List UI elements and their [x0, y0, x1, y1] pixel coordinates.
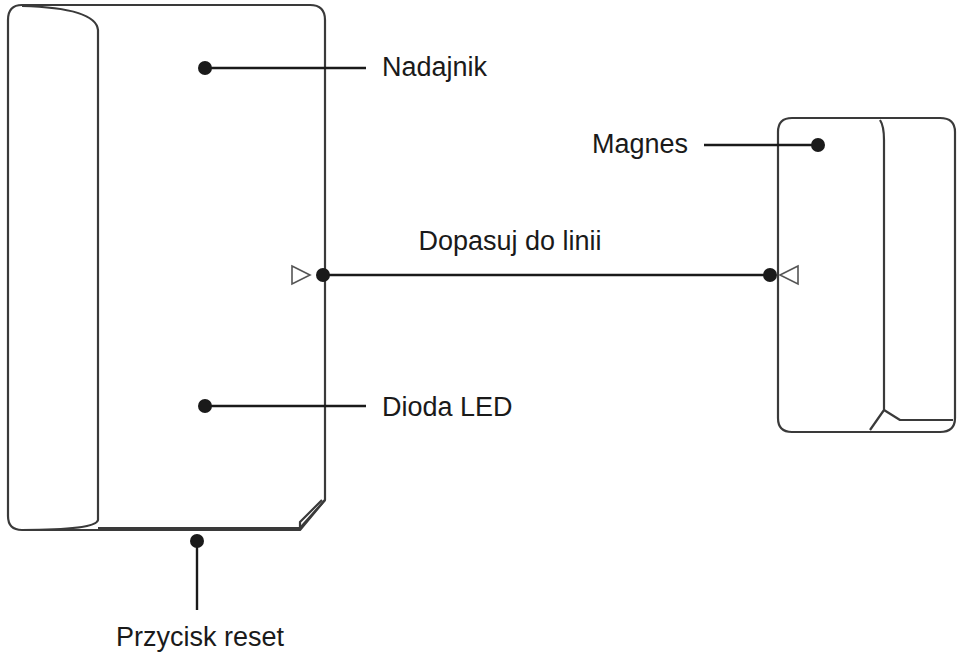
leader-line [704, 144, 818, 146]
part-label: Dopasuj do linii [416, 227, 603, 257]
leader-dot [811, 138, 825, 152]
leader-dot [763, 268, 777, 282]
leader-dot [198, 61, 212, 75]
part-label: Magnes [590, 130, 690, 160]
alignment-line [323, 274, 770, 276]
leader-dot [316, 268, 330, 282]
leader-line [205, 405, 366, 407]
transmitter-bottom-edge [98, 500, 325, 528]
transmitter-side-face [22, 6, 98, 530]
transmitter-housing [8, 5, 325, 530]
part-label: Dioda LED [380, 393, 515, 423]
alignment-mark [292, 266, 310, 284]
magnet-side-face [870, 120, 884, 430]
magnet-chamfer [884, 410, 953, 420]
leader-dot [198, 399, 212, 413]
alignment-mark [780, 266, 798, 284]
transmitter-chamfer [300, 500, 322, 530]
leader-dot [190, 534, 204, 548]
part-label: Przycisk reset [114, 623, 286, 653]
magnet-housing [778, 118, 955, 432]
leader-line [196, 540, 198, 610]
part-label: Nadajnik [380, 53, 489, 83]
leader-line [205, 67, 366, 69]
